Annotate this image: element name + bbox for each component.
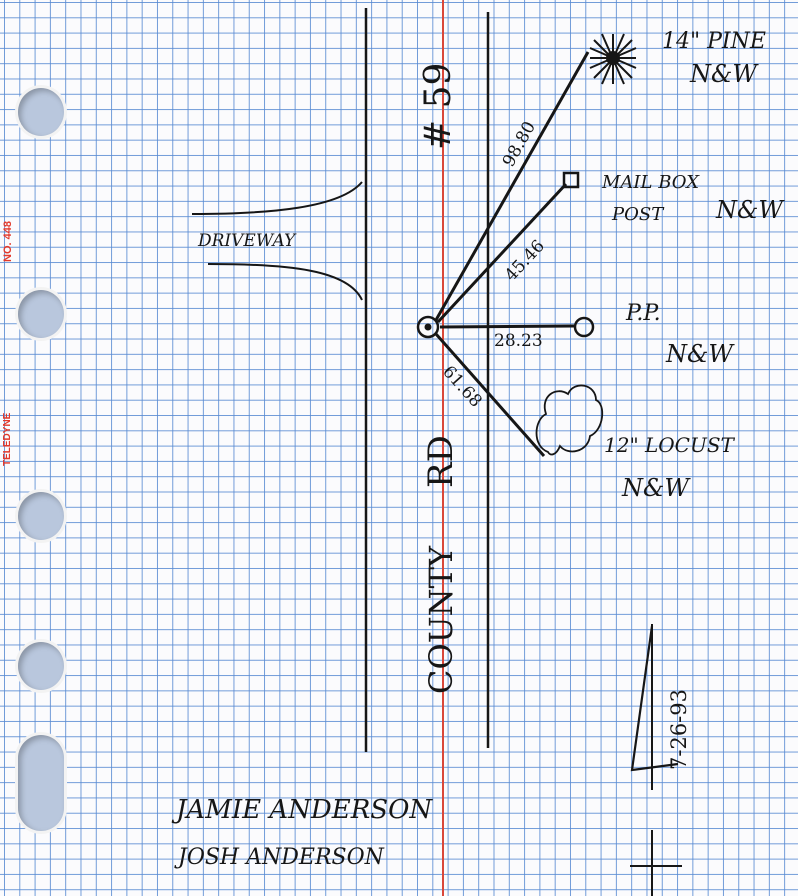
driveway-edge-south: [207, 263, 363, 301]
name-2: JOSH ANDERSON: [174, 845, 385, 870]
binder-hole: [18, 492, 64, 540]
pine-tree-icon: [589, 33, 637, 85]
note-locust: N&W: [621, 474, 691, 502]
tie-line-pole: [439, 324, 575, 329]
binder-hole: [18, 642, 64, 690]
power-pole-icon: [573, 316, 595, 338]
road-label-rd: RD: [421, 435, 461, 488]
distance-pine: 98.80: [499, 118, 540, 170]
binder-hole: [18, 290, 64, 338]
survey-monument-center: [424, 323, 432, 331]
date-bracket: [630, 625, 679, 772]
road-label-number: # 59: [418, 63, 459, 150]
tie-line-mailbox: [436, 182, 568, 324]
binder-hole: [18, 735, 64, 831]
note-pole: N&W: [665, 340, 735, 368]
label-mailbox: MAIL BOX: [601, 172, 700, 193]
tie-line-pine: [434, 51, 590, 321]
distance-pole: 28.23: [494, 331, 543, 351]
tie-line-locust: [434, 333, 546, 457]
note-mailbox: N&W: [715, 196, 785, 224]
label-pine: 14" PINE: [662, 29, 766, 54]
driveway-edge-north: [191, 181, 363, 215]
label-pole: P.P.: [625, 301, 661, 326]
road-label-county: COUNTY: [422, 545, 460, 694]
locust-tree-icon: [535, 384, 604, 456]
name-1: JAMIE ANDERSON: [171, 795, 433, 825]
distance-mailbox: 45.46: [501, 236, 549, 285]
binder-hole: [18, 88, 64, 136]
distance-locust: 61.68: [438, 362, 485, 412]
note-pine: N&W: [689, 60, 759, 88]
survey-monument-icon: [416, 315, 440, 339]
red-margin-rule: [442, 0, 444, 896]
label-locust: 12" LOCUST: [604, 433, 736, 457]
label-mailbox-post: POST: [611, 204, 665, 225]
survey-date: 7-26-93: [667, 689, 691, 770]
driveway-label: DRIVEWAY: [197, 231, 297, 251]
mailbox-post-icon: [562, 171, 580, 189]
